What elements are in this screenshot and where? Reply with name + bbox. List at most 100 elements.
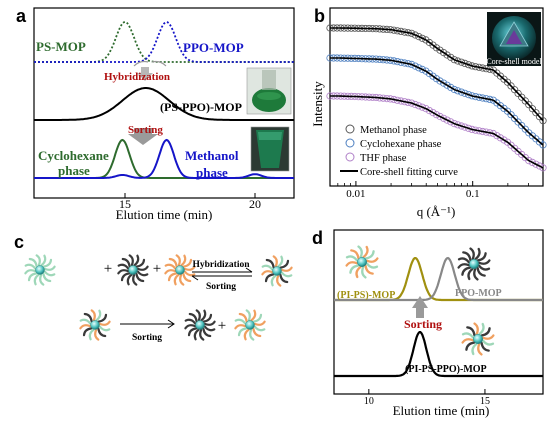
panel-d-curves	[334, 256, 543, 378]
point-thf	[539, 164, 547, 172]
point-methanol	[507, 82, 515, 90]
methanol-line2: phase	[196, 165, 228, 180]
core-shell-model-label: Core-shell model	[486, 57, 542, 66]
a-ticklabel-15: 15	[119, 197, 131, 211]
panel-d: d (PI-PS)-MOP PPO-MOP Sorting (PI-PS-PPO…	[312, 228, 544, 418]
point-methanol	[425, 38, 433, 47]
point-cyclohexane	[461, 89, 469, 97]
legend-marker-thf	[345, 152, 355, 162]
point-cyclohexane	[439, 79, 448, 87]
mop-hybrid-left	[79, 309, 111, 341]
point-methanol	[525, 101, 533, 109]
fit-curve-cyclohexane	[330, 57, 544, 146]
label-hybridization: Hybridization	[104, 71, 170, 83]
point-cyclohexane	[496, 102, 504, 110]
point-thf	[454, 121, 462, 129]
point-methanol	[418, 34, 426, 42]
sorting-arrow-d	[412, 296, 428, 318]
point-methanol	[457, 58, 465, 66]
label-pi-ps-mop: (PI-PS)-MOP	[337, 290, 395, 301]
curve-ps-mop	[34, 21, 294, 63]
d-ticklabel-10: 10	[364, 396, 374, 407]
plus-2: +	[153, 261, 161, 277]
point-thf	[457, 122, 465, 130]
plus-3: +	[218, 318, 226, 334]
label-hybrid-ps-ppo: (PS-PPO)-MOP	[160, 100, 242, 114]
label-methanol-phase: Methanol phase	[185, 148, 242, 180]
point-cyclohexane	[443, 81, 451, 89]
point-thf	[439, 114, 448, 122]
mop-ppo-d	[457, 247, 491, 281]
point-cyclohexane	[447, 83, 455, 92]
point-cyclohexane	[418, 65, 426, 74]
point-thf	[493, 132, 501, 140]
point-methanol	[447, 53, 455, 61]
panel-c-mops	[24, 254, 293, 341]
panel-c: c + + Hybridization Sorting Sorting +	[14, 232, 293, 343]
panel-a-axes	[33, 7, 295, 199]
panel-d-axes	[333, 229, 544, 395]
mop-orange	[164, 254, 196, 286]
point-cyclohexane	[507, 111, 515, 119]
point-thf	[429, 109, 437, 117]
panel-d-ticks: 10 15	[364, 389, 490, 407]
point-thf	[415, 102, 423, 110]
point-methanol	[518, 93, 526, 101]
mop-dark	[117, 254, 149, 286]
panel-a-xlabel: Elution time (min)	[116, 207, 213, 222]
panel-b-legend: Methanol phase Cyclohexane phase THF pha…	[340, 124, 458, 178]
legend-fit: Core-shell fitting curve	[360, 167, 458, 178]
panel-b-ylabel: Intensity	[310, 81, 325, 127]
label-sorting-d: Sorting	[404, 317, 442, 331]
mop-green	[24, 254, 56, 286]
flask-photo	[246, 67, 292, 115]
label-ps-mop: PS-MOP	[36, 39, 86, 54]
point-cyclohexane	[415, 64, 423, 72]
sorting-arrow-a	[128, 128, 158, 145]
cyclohexane-line1: Cyclohexane	[38, 148, 109, 163]
point-thf	[418, 103, 426, 111]
point-cyclohexane	[450, 85, 458, 94]
point-thf	[496, 134, 504, 142]
point-cyclohexane	[436, 77, 444, 85]
legend-methanol: Methanol phase	[360, 125, 427, 136]
cyclohexane-line2: phase	[58, 163, 90, 178]
panel-c-letter: c	[14, 232, 24, 252]
point-methanol	[514, 89, 522, 98]
b-ticklabel-0.01: 0.01	[346, 188, 365, 200]
curve-ppo-mop	[34, 21, 294, 63]
panel-a: a PS-MOP PPO-MOP Hybridization (PS-PPO)-…	[16, 6, 295, 222]
curve-hybrid-ps-ppo	[34, 87, 294, 121]
panel-a-letter: a	[16, 6, 27, 26]
point-thf	[425, 107, 433, 115]
panel-a-curves	[34, 21, 294, 179]
label-sorting-c-top: Sorting	[206, 282, 236, 292]
point-thf	[450, 120, 458, 128]
point-cyclohexane	[514, 118, 522, 126]
label-hybrid-pi-ps-ppo: (PI-PS-PPO)-MOP	[405, 364, 487, 375]
point-thf	[447, 118, 455, 126]
legend-marker-cyclohexane	[345, 138, 355, 148]
methanol-line1: Methanol	[185, 148, 239, 163]
curve-hybrid-pi-ps-ppo	[334, 331, 543, 378]
point-thf	[535, 162, 544, 170]
legend-marker-methanol	[345, 124, 355, 134]
point-methanol	[532, 109, 540, 117]
panel-d-letter: d	[312, 228, 323, 248]
point-cyclohexane	[539, 141, 547, 149]
plus-1: +	[104, 261, 112, 277]
a-ticklabel-20: 20	[249, 197, 261, 211]
d-ticklabel-15: 15	[480, 396, 490, 407]
label-hybridization-c: Hybridization	[192, 260, 250, 270]
point-cyclohexane	[425, 70, 433, 78]
panel-b-axes	[329, 7, 544, 187]
curve-ppo-mop-d	[334, 256, 543, 302]
point-thf	[411, 100, 419, 109]
point-thf	[528, 158, 537, 166]
point-cyclohexane	[464, 91, 473, 99]
label-cyclohexane-phase: Cyclohexane phase	[38, 148, 112, 178]
point-methanol	[443, 51, 451, 59]
